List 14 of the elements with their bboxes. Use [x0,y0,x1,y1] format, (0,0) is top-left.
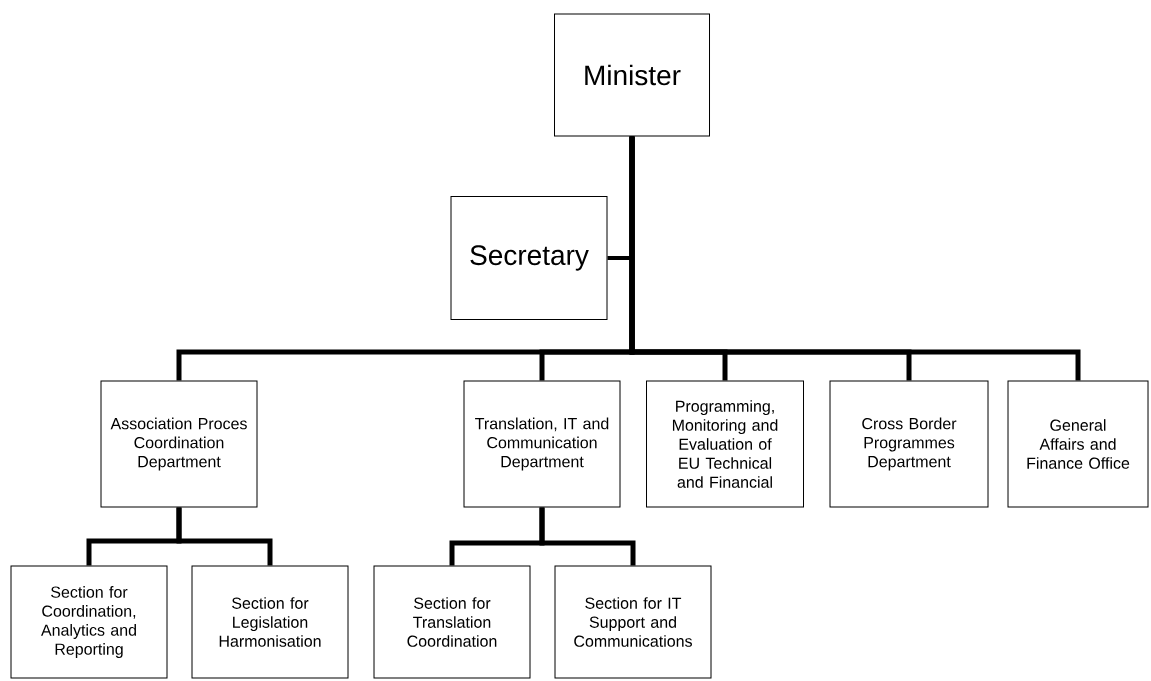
org-box: General Affairs and Finance Office [1007,380,1149,508]
org-box: Secretary [450,196,608,320]
org-box: Section for Legislation Harmonisation [191,565,349,679]
org-box: Cross Border Programmes Department [829,380,989,508]
org-box: Section for Coordination, Analytics and Reporting [10,565,168,679]
org-box: Association Proces Coordination Department [100,380,258,508]
org-box: Section for Translation Coordination [373,565,531,679]
connector-line [176,507,273,566]
org-box: Translation, IT and Communication Department [463,380,621,508]
org-box: Minister [554,13,710,137]
connector-line [629,136,1081,381]
org-box: Programming, Monitoring and Evaluation of EU Technical and Financial [646,380,804,508]
connector-line [539,507,636,566]
org-box: Section for IT Support and Communications [554,565,712,679]
